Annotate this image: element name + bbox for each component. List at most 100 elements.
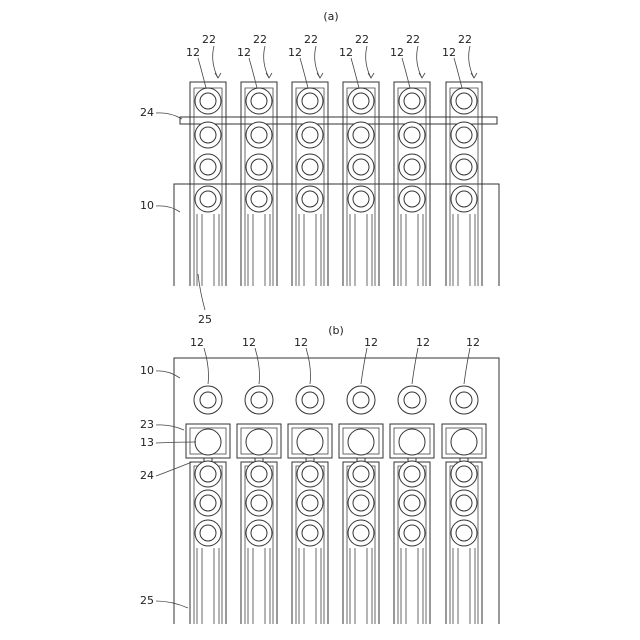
big-circle-13 — [195, 429, 221, 455]
column-b-ball-2 — [348, 490, 374, 516]
column-a-ball-2 — [297, 122, 323, 148]
column-b-ball-1 — [451, 461, 477, 487]
leader-12-a — [351, 58, 359, 88]
column-a-1 — [190, 46, 226, 286]
label-big-circle-b: 13 — [140, 436, 154, 449]
column-b-ball-3 — [451, 520, 477, 546]
big-circle-13 — [399, 429, 425, 455]
label-12-b-6: 12 — [466, 336, 480, 349]
bar-24-a — [180, 117, 497, 124]
free-ring-12 — [450, 386, 478, 414]
big-circle-13 — [348, 429, 374, 455]
leader-12-a — [198, 58, 206, 88]
arrowhead-22-a — [419, 73, 425, 78]
leader-plate-a — [156, 206, 180, 212]
column-b-2 — [237, 348, 281, 624]
column-b-ball-1 — [297, 461, 323, 487]
column-a-ball-4 — [348, 186, 374, 212]
arrowhead-22-a — [317, 73, 323, 78]
column-b-ball-1 — [195, 461, 221, 487]
label-12-b-1: 12 — [190, 336, 204, 349]
leader-channel-b — [156, 601, 188, 608]
label-channel-b: 25 — [140, 594, 154, 607]
free-ring-12 — [296, 386, 324, 414]
arrowhead-22-a — [471, 73, 477, 78]
column-a-ball-1 — [297, 88, 323, 114]
big-circle-13 — [246, 429, 272, 455]
leader-12-b — [255, 348, 260, 384]
column-a-ball-4 — [246, 186, 272, 212]
label-cap-b: 23 — [140, 418, 154, 431]
label-22-a-2: 22 — [253, 33, 267, 46]
label-bar-a: 24 — [140, 106, 154, 119]
column-a-ball-1 — [246, 88, 272, 114]
column-b-4 — [339, 348, 383, 624]
column-a-ball-2 — [348, 122, 374, 148]
label-12-b-2: 12 — [242, 336, 256, 349]
label-22-a-5: 22 — [406, 33, 420, 46]
column-a-ball-3 — [246, 154, 272, 180]
column-b-ball-2 — [451, 490, 477, 516]
figure-b: (b) 10 23 13 24 25 121212121212 — [140, 324, 499, 624]
column-a-ball-3 — [195, 154, 221, 180]
label-12-a-4: 12 — [339, 46, 353, 59]
label-12-a-6: 12 — [442, 46, 456, 59]
column-a-ball-2 — [195, 122, 221, 148]
free-ring-12 — [245, 386, 273, 414]
column-b-5 — [390, 348, 434, 624]
arrowhead-22-a — [215, 73, 221, 78]
leader-12-a — [300, 58, 308, 88]
column-b-ball-3 — [297, 520, 323, 546]
label-12-a-5: 12 — [390, 46, 404, 59]
leader-plate-b — [156, 371, 180, 378]
label-plate-a: 10 — [140, 199, 154, 212]
column-a-ball-4 — [195, 186, 221, 212]
arrowhead-22-a — [368, 73, 374, 78]
top-labels-b: 121212121212 — [190, 336, 480, 349]
leader-12-b — [361, 348, 367, 384]
leader-12-a — [454, 58, 462, 88]
big-circle-13 — [451, 429, 477, 455]
column-a-ball-3 — [348, 154, 374, 180]
column-b-ball-1 — [246, 461, 272, 487]
label-channel-a: 25 — [198, 313, 212, 326]
column-a-ball-1 — [399, 88, 425, 114]
columns-b — [186, 348, 486, 624]
column-b-ball-3 — [348, 520, 374, 546]
leader-12-b — [306, 348, 311, 384]
leader-12-b — [412, 348, 418, 384]
label-22-a-4: 22 — [355, 33, 369, 46]
column-a-ball-4 — [451, 186, 477, 212]
label-12-a-3: 12 — [288, 46, 302, 59]
leader-12-b — [464, 348, 470, 384]
label-plate-b: 10 — [140, 364, 154, 377]
leader-12-a — [402, 58, 410, 88]
column-b-6 — [442, 348, 486, 624]
label-22-a-6: 22 — [458, 33, 472, 46]
column-b-ball-3 — [246, 520, 272, 546]
free-ring-12 — [398, 386, 426, 414]
column-a-5 — [394, 46, 430, 286]
column-b-ball-2 — [399, 490, 425, 516]
column-a-ball-2 — [451, 122, 477, 148]
leader-12-a — [249, 58, 257, 88]
column-a-ball-3 — [297, 154, 323, 180]
leader-bar-a — [156, 113, 182, 119]
figure-a-caption: (a) — [323, 10, 338, 23]
column-a-6 — [446, 46, 482, 286]
label-12-b-5: 12 — [416, 336, 430, 349]
column-b-ball-2 — [297, 490, 323, 516]
leader-12-b — [204, 348, 209, 384]
columns-a — [190, 46, 482, 286]
column-b-ball-2 — [246, 490, 272, 516]
column-a-ball-2 — [246, 122, 272, 148]
column-b-1 — [186, 348, 230, 624]
column-a-ball-4 — [297, 186, 323, 212]
column-a-ball-3 — [399, 154, 425, 180]
label-12-a-2: 12 — [237, 46, 251, 59]
column-b-ball-1 — [399, 461, 425, 487]
column-b-3 — [288, 348, 332, 624]
column-a-2 — [241, 46, 277, 286]
column-b-ball-1 — [348, 461, 374, 487]
